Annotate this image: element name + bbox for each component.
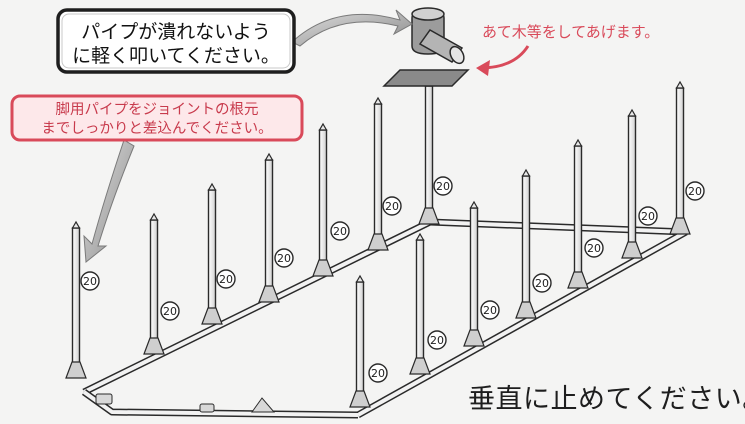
part-badge-label: 20 [535, 277, 549, 290]
leg-pipe [418, 78, 440, 225]
leg-pipe [409, 232, 431, 375]
leg-pipe [258, 152, 280, 303]
part-badge: 20 [80, 271, 100, 291]
part-badge-label: 20 [641, 210, 655, 223]
part-badge-label: 20 [277, 252, 291, 265]
insert-line-2: までしっかりと差込んでください。 [41, 120, 272, 137]
leg-pipe [515, 168, 537, 319]
part-badge-label: 20 [587, 242, 601, 255]
part-badge: 20 [685, 181, 705, 201]
leg-pipe [201, 182, 223, 325]
leg-pipe [621, 108, 643, 259]
insert-arrow [83, 139, 135, 263]
hammer-arrow [291, 9, 413, 47]
leg-pipe [367, 96, 389, 251]
part-badge-label: 20 [688, 185, 702, 198]
part-badge: 20 [368, 363, 388, 383]
part-badge-label: 20 [385, 200, 399, 213]
part-badge: 20 [480, 300, 500, 320]
part-badge: 20 [274, 248, 294, 268]
part-badge: 20 [160, 301, 180, 321]
leg-pipe [143, 212, 165, 355]
part-badges: 20 20 20 20 20 20 20 20 20 20 20 20 20 20 [80, 176, 705, 383]
part-badge-label: 20 [219, 273, 233, 286]
insert-line-1: 脚用パイプをジョイントの根元 [56, 101, 259, 118]
leg-pipes [65, 78, 691, 408]
part-badge-label: 20 [333, 225, 347, 238]
part-badge: 20 [330, 221, 350, 241]
joint-detail [382, 7, 470, 87]
leg-pipe [312, 122, 334, 277]
front-joints [95, 393, 276, 413]
part-badge-label: 20 [163, 305, 177, 318]
part-badge-label: 20 [483, 304, 497, 317]
wood-note: あて木等をしてあげます。 [482, 23, 659, 41]
crush-callout: パイプが潰れないよう に軽く叩いてください。 [56, 8, 296, 74]
leg-pipe [65, 220, 87, 379]
part-badge-label: 20 [430, 334, 444, 347]
part-badge: 20 [427, 330, 447, 350]
vertical-note: 垂直に止めてください。 [468, 384, 745, 415]
part-badge: 20 [638, 206, 658, 226]
part-badge: 20 [532, 273, 552, 293]
wood-plate [382, 69, 470, 87]
leg-pipe [669, 80, 691, 235]
part-badge: 20 [584, 238, 604, 258]
crush-line-1: パイプが潰れないよう [81, 21, 271, 43]
part-badge: 20 [433, 176, 453, 196]
wood-arrow [476, 45, 530, 76]
insert-callout: 脚用パイプをジョイントの根元 までしっかりと差込んでください。 [10, 94, 304, 142]
leg-pipe [463, 200, 485, 347]
crush-line-2: に軽く叩いてください。 [72, 45, 280, 67]
leg-pipe [349, 274, 371, 408]
leg-pipe [567, 138, 589, 289]
part-badge: 20 [216, 269, 236, 289]
part-badge-label: 20 [371, 367, 385, 380]
part-badge: 20 [382, 196, 402, 216]
part-badge-label: 20 [436, 180, 450, 193]
part-badge-label: 20 [83, 275, 97, 288]
